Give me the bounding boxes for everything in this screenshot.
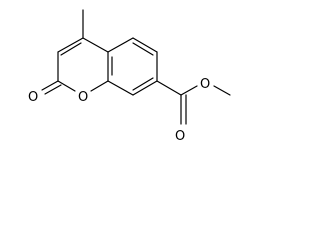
bond-c7-ester-carbon [156, 80, 182, 96]
bond-c2-carbonyl-a [41, 80, 59, 91]
bond-c5-c6 [132, 37, 158, 53]
atom-label-ester-carbonyl-oxygen: O [175, 129, 185, 144]
bond-c8-c8a [107, 80, 134, 96]
bond-c7-c8 [132, 80, 158, 96]
bond-c2-carbonyl-b [44, 84, 62, 95]
atom-label-ester-ether-oxygen: O [200, 77, 210, 92]
bond-ester-carbon-ether-oxygen [180, 85, 198, 96]
bond-o1-c8a [90, 80, 109, 92]
diagram-background [0, 0, 258, 171]
bond-c5-c6-double [132, 42, 154, 56]
atom-label-carbonyl-oxygen: O [28, 90, 38, 105]
bond-c4a-c4 [82, 37, 109, 53]
bond-c4-c3 [57, 37, 84, 53]
chemical-structure-diagram: O O O O [0, 0, 258, 171]
atom-label-ring-oxygen: O [78, 90, 88, 105]
bond-c7-c8-double [132, 77, 154, 91]
bond-c4a-c5 [107, 37, 134, 53]
bond-ether-oxygen-methyl [213, 85, 231, 96]
bond-c4-c3-double [60, 42, 82, 56]
bond-c2-o1 [57, 80, 76, 92]
